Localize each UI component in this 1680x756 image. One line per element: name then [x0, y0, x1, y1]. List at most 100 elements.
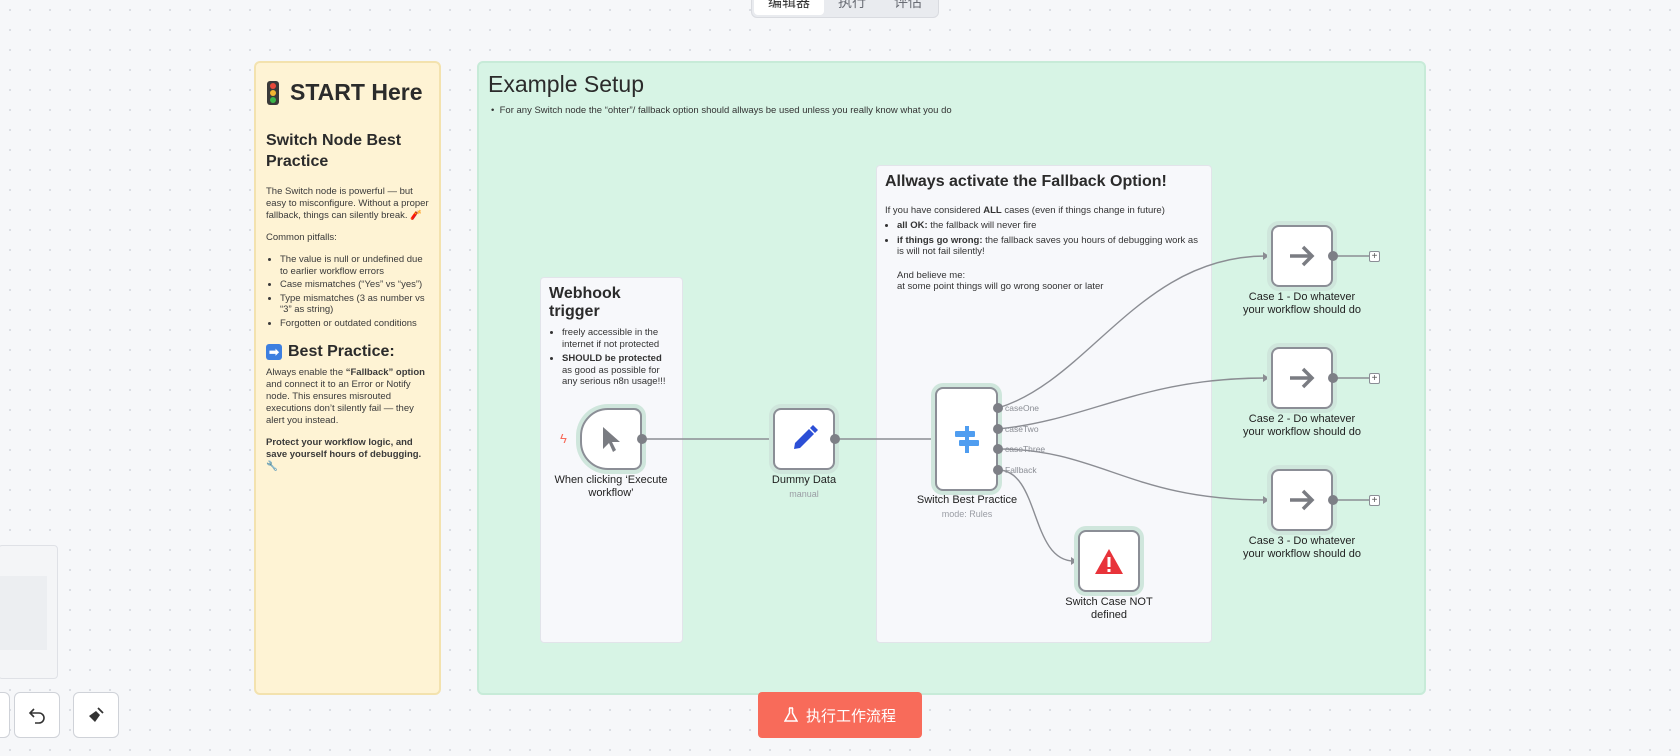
execute-workflow-label: 执行工作流程	[805, 707, 896, 725]
fallback-title: Allways activate the Fallback Option!	[885, 173, 1167, 190]
case3-output-handle[interactable]	[1328, 495, 1338, 505]
bp-pre: Always enable the	[266, 367, 346, 378]
firecracker-icon: 🧨	[410, 210, 423, 221]
case3-add-button[interactable]: +	[1369, 495, 1380, 506]
webhook-item: freely accessible in the internet if not…	[562, 327, 674, 350]
signpost-icon	[954, 426, 979, 453]
trigger-label: When clicking ‘Execute workflow’	[554, 474, 668, 499]
dummy-label: Dummy Data	[771, 474, 837, 486]
start-subtitle: Switch Node Best Practice	[266, 132, 402, 170]
pitfall-item: The value is null or undefined due to ea…	[280, 254, 429, 277]
toolbar-button-partial[interactable]	[0, 692, 10, 738]
node-manual-trigger[interactable]	[580, 408, 642, 470]
best-practice-text: Always enable the “Fallback” option and …	[266, 367, 429, 427]
tab-executions[interactable]: 执行	[838, 0, 866, 10]
pitfall-item: Type mismatches (3 as number vs “3” as s…	[280, 293, 429, 316]
fallback-item: if things go wrong: the fallback saves y…	[897, 235, 1203, 258]
port-label-casetwo: caseTwo	[1005, 424, 1039, 434]
fallback-item-rest: the fallback will never fire	[927, 220, 1037, 231]
notdefined-label: Switch Case NOT defined	[1065, 596, 1153, 621]
webhook-item: SHOULD be protected as good as possible …	[562, 353, 674, 388]
believe-line-1: And believe me:	[897, 269, 966, 281]
case3-label: Case 3 - Do whatever your workflow shoul…	[1242, 535, 1361, 560]
cursor-icon	[603, 427, 620, 452]
webhook-item-bold: SHOULD be protected	[562, 353, 662, 364]
webhook-item-rest: as good as possible for any serious n8n …	[562, 364, 666, 388]
node-case-3[interactable]	[1271, 469, 1333, 531]
dummy-sublabel: manual	[789, 489, 819, 499]
trigger-lightning-icon: ϟ	[560, 431, 567, 446]
connection-casetwo	[997, 377, 1267, 430]
case1-output-handle[interactable]	[1328, 251, 1338, 261]
arrow-right-box-icon: ➡	[266, 344, 282, 360]
fallback-item-rest: the fallback saves you hours of debuggin…	[897, 234, 1198, 258]
connection-caseone	[997, 255, 1267, 409]
webhook-list: freely accessible in the internet if not…	[549, 327, 674, 388]
tab-editor[interactable]: 编辑器	[754, 0, 824, 15]
fallback-list: all OK: the fallback will never fire if …	[885, 220, 1203, 258]
closing-text-content: Protect your workflow logic, and save yo…	[266, 437, 422, 460]
tab-evaluations[interactable]: 评估	[894, 0, 922, 10]
start-title: START Here	[266, 79, 429, 106]
fallback-intro-bold: ALL	[983, 205, 1002, 216]
undo-icon	[28, 708, 45, 724]
sticky-note-webhook[interactable]: Webhook trigger freely accessible in the…	[540, 277, 683, 643]
fallback-intro: If you have considered ALL cases (even i…	[885, 205, 1203, 216]
clear-execution-button[interactable]	[73, 692, 119, 738]
case2-add-button[interactable]: +	[1369, 373, 1380, 384]
closing-text: Protect your workflow logic, and save yo…	[266, 437, 429, 473]
dummy-output-handle[interactable]	[830, 434, 840, 444]
case2-output-handle[interactable]	[1328, 373, 1338, 383]
best-practice-title: ➡ Best Practice:	[266, 343, 429, 361]
sticky-note-start[interactable]: START Here Switch Node Best Practice The…	[254, 61, 441, 695]
node-case-2[interactable]	[1271, 347, 1333, 409]
connection-fallback	[997, 469, 1075, 562]
flask-icon	[783, 707, 798, 722]
switch-port-fallback[interactable]	[993, 465, 1003, 475]
believe-line-2: at some point things will go wrong soone…	[897, 281, 1104, 292]
undo-button[interactable]	[14, 692, 60, 738]
mode-tabs: 编辑器 执行 评估	[751, 0, 939, 18]
best-practice-title-text: Best Practice:	[288, 343, 395, 360]
setup-title: Example Setup	[488, 71, 644, 97]
bp-bold: “Fallback” option	[345, 367, 425, 378]
traffic-light-icon	[267, 80, 279, 105]
switch-sublabel: mode: Rules	[941, 509, 993, 519]
pitfall-item: Case mismatches (“Yes” vs “yes”)	[280, 279, 429, 291]
pitfalls-list: The value is null or undefined due to ea…	[266, 254, 429, 329]
node-switch[interactable]	[935, 387, 998, 491]
trigger-output-handle[interactable]	[637, 434, 647, 444]
node-dummy-data[interactable]	[773, 408, 835, 470]
start-intro: The Switch node is powerful — but easy t…	[266, 186, 429, 222]
setup-bullet-text: For any Switch node the “ohter”/ fallbac…	[499, 105, 952, 116]
case1-add-button[interactable]: +	[1369, 251, 1380, 262]
bp-post: and connect it to an Error or Notify nod…	[266, 379, 414, 426]
node-case-1[interactable]	[1271, 225, 1333, 287]
switch-port-caseone[interactable]	[993, 403, 1003, 413]
setup-bullet: • For any Switch node the “ohter”/ fallb…	[491, 105, 952, 116]
connection-casethree	[997, 448, 1267, 501]
fallback-item-bold: if things go wrong:	[897, 234, 983, 246]
fallback-item-bold: all OK:	[897, 220, 928, 231]
warning-icon	[1095, 548, 1123, 574]
execute-workflow-button[interactable]: 执行工作流程	[758, 692, 922, 738]
fallback-intro-pre: If you have considered	[885, 205, 984, 216]
fallback-believe: And believe me: at some point things wil…	[897, 270, 1203, 293]
wrench-icon: 🔧	[266, 461, 278, 472]
pitfall-item: Forgotten or outdated conditions	[280, 318, 429, 330]
switch-port-casetwo[interactable]	[993, 424, 1003, 434]
broom-icon	[89, 707, 104, 722]
side-panel	[0, 545, 58, 679]
switch-port-casethree[interactable]	[993, 444, 1003, 454]
switch-label: Switch Best Practice	[916, 494, 1018, 506]
pencil-icon	[794, 425, 818, 449]
node-case-not-defined[interactable]	[1078, 530, 1140, 592]
port-label-fallback: Fallback	[1005, 465, 1037, 475]
fallback-item: all OK: the fallback will never fire	[897, 220, 1203, 232]
start-intro-text: The Switch node is powerful — but easy t…	[266, 186, 429, 221]
sticky-note-fallback[interactable]: Allways activate the Fallback Option! If…	[876, 165, 1212, 643]
pitfalls-label: Common pitfalls:	[266, 232, 337, 243]
arrow-right-icon	[1290, 367, 1315, 389]
port-label-casethree: caseThree	[1005, 444, 1046, 454]
